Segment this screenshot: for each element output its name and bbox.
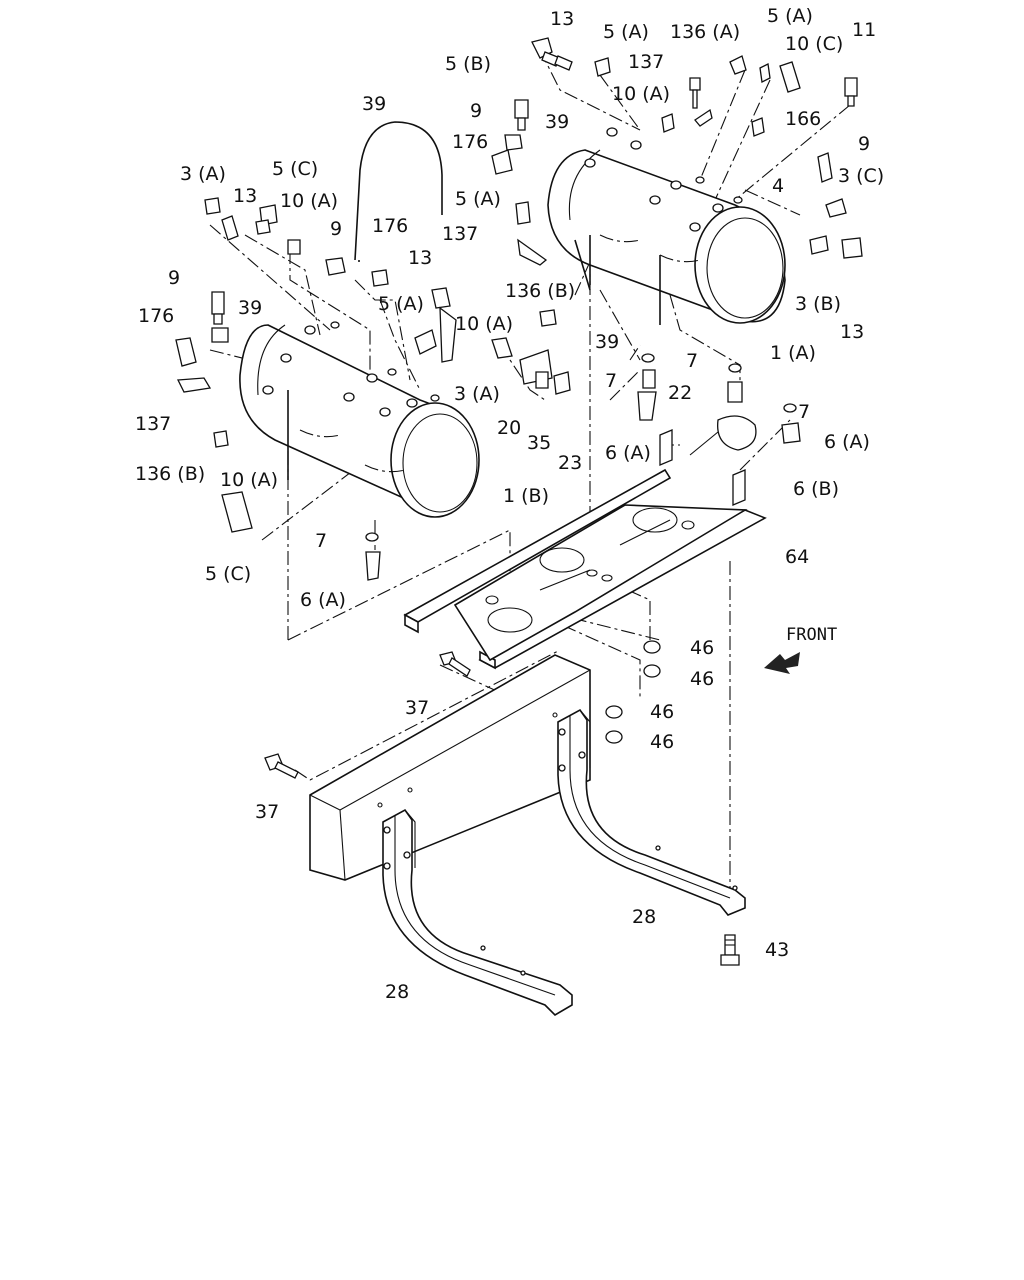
callout-label: 1 (B) xyxy=(503,485,549,507)
callout-label: 46 xyxy=(690,668,714,690)
callout-label: 3 (A) xyxy=(180,163,226,185)
callout-label: 9 xyxy=(168,267,180,289)
fuel-tank-1b xyxy=(239,321,480,518)
front-arrow-icon xyxy=(764,652,800,674)
callout-label: 13 xyxy=(233,185,257,207)
callout-label: 137 xyxy=(135,413,171,435)
callout-label: 137 xyxy=(628,51,664,73)
callout-label: 4 xyxy=(772,175,784,197)
callout-label: 39 xyxy=(595,331,619,353)
callout-label: 46 xyxy=(650,701,674,723)
callout-label: 136 (B) xyxy=(505,280,575,302)
callout-label: 6 (A) xyxy=(824,431,870,453)
callout-label: 5 (C) xyxy=(205,563,251,585)
callout-label: 39 xyxy=(545,111,569,133)
callout-label: 166 xyxy=(785,108,821,130)
callout-label: 7 xyxy=(605,370,617,392)
bracket-28-right xyxy=(557,708,746,916)
callout-label: 7 xyxy=(798,401,810,423)
callout-label: 43 xyxy=(765,939,789,961)
callout-label: 7 xyxy=(686,350,698,372)
callout-label: 39 xyxy=(238,297,262,319)
callout-label: 6 (B) xyxy=(793,478,839,500)
nuts-46 xyxy=(605,640,661,744)
fuel-tank-1a xyxy=(547,127,786,324)
tank-1b-ports xyxy=(262,321,440,417)
callout-label: 5 (B) xyxy=(445,53,491,75)
callout-label: 37 xyxy=(405,697,429,719)
callout-label: 5 (A) xyxy=(378,293,424,315)
callout-label: 13 xyxy=(550,8,574,30)
callout-label: 28 xyxy=(385,981,409,1003)
callout-label: 20 xyxy=(497,417,521,439)
bolt-43 xyxy=(720,934,740,966)
callout-label: 176 xyxy=(452,131,488,153)
bracket-28-left xyxy=(382,808,573,1017)
tank-1a-ports xyxy=(584,127,743,232)
callout-label: 3 (A) xyxy=(454,383,500,405)
bolt-37-lower xyxy=(264,753,299,779)
callout-label: 176 xyxy=(138,305,174,327)
callout-label: 35 xyxy=(527,432,551,454)
callout-label: 176 xyxy=(372,215,408,237)
callout-label: 13 xyxy=(840,321,864,343)
callout-label: 10 (A) xyxy=(220,469,278,491)
breather-tubes xyxy=(287,121,661,480)
callout-label: 6 (A) xyxy=(605,442,651,464)
callout-label: 5 (A) xyxy=(767,5,813,27)
callout-label: 9 xyxy=(470,100,482,122)
side-frame-rail xyxy=(309,654,591,881)
bolt-37-upper xyxy=(439,651,471,677)
callout-label: 10 (A) xyxy=(612,83,670,105)
callout-label: 3 (C) xyxy=(838,165,884,187)
crossmember-frame-64 xyxy=(403,429,767,670)
callout-label: 5 (A) xyxy=(603,21,649,43)
callout-label: 39 xyxy=(362,93,386,115)
callout-label: 7 xyxy=(315,530,327,552)
callout-label: 28 xyxy=(632,906,656,928)
callout-label: 37 xyxy=(255,801,279,823)
callout-label: 10 (A) xyxy=(455,313,513,335)
callout-label: 46 xyxy=(690,637,714,659)
front-label: FRONT xyxy=(786,625,837,645)
callout-label: 9 xyxy=(330,218,342,240)
callout-label: 46 xyxy=(650,731,674,753)
callout-label: 9 xyxy=(858,133,870,155)
callout-label: 10 (A) xyxy=(280,190,338,212)
callout-label: 10 (C) xyxy=(785,33,843,55)
callout-label: 11 xyxy=(852,19,876,41)
callout-label: 136 (A) xyxy=(670,21,740,43)
fittings xyxy=(175,37,863,581)
callout-label: 137 xyxy=(442,223,478,245)
callout-label: 3 (B) xyxy=(795,293,841,315)
callout-label: 64 xyxy=(785,546,809,568)
callout-label: 5 (C) xyxy=(272,158,318,180)
callout-label: 5 (A) xyxy=(455,188,501,210)
callout-label: 22 xyxy=(668,382,692,404)
callout-label: 6 (A) xyxy=(300,589,346,611)
callout-label: 1 (A) xyxy=(770,342,816,364)
callout-label: 23 xyxy=(558,452,582,474)
callout-label: 136 (B) xyxy=(135,463,205,485)
callout-label: 13 xyxy=(408,247,432,269)
